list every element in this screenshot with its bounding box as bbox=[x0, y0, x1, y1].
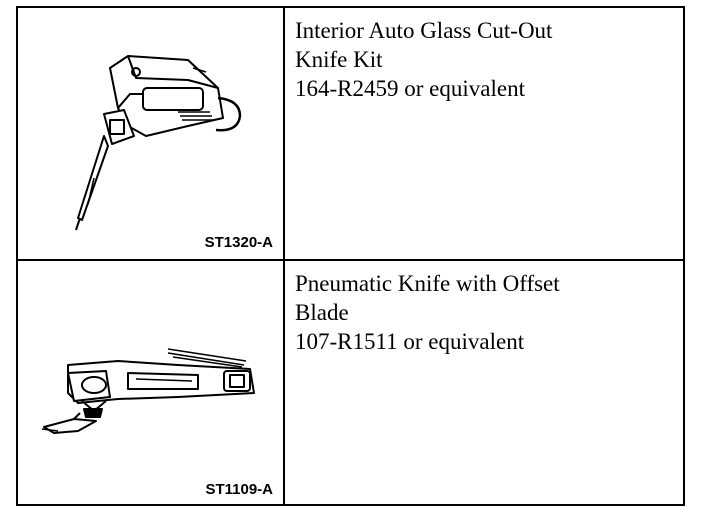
tool-code-1: ST1320-A bbox=[204, 234, 273, 251]
tool-title-line: Blade bbox=[295, 300, 349, 325]
tool-part-number: 107-R1511 or equivalent bbox=[295, 329, 525, 354]
tool-title-line: Interior Auto Glass Cut-Out bbox=[295, 18, 553, 43]
tool-description-cell-2: Pneumatic Knife with Offset Blade 107-R1… bbox=[285, 261, 683, 506]
tool-description-cell-1: Interior Auto Glass Cut-Out Knife Kit 16… bbox=[285, 8, 683, 259]
column-divider bbox=[283, 8, 285, 504]
tool-description-1: Interior Auto Glass Cut-Out Knife Kit 16… bbox=[295, 16, 675, 103]
pneumatic-knife-icon bbox=[41, 348, 255, 434]
tool-description-2: Pneumatic Knife with Offset Blade 107-R1… bbox=[295, 269, 675, 356]
tool-title-line: Pneumatic Knife with Offset bbox=[295, 271, 560, 296]
tool-title-line: Knife Kit bbox=[295, 47, 383, 72]
row-divider bbox=[18, 259, 683, 261]
tool-image-cell-2: ST1109-A bbox=[18, 261, 283, 506]
auto-glass-cut-out-knife-icon bbox=[75, 55, 242, 231]
tool-image-cell-1: ST1320-A bbox=[18, 8, 283, 259]
tool-table: ST1320-A Interior Auto Glass Cut-Out Kni… bbox=[16, 6, 685, 506]
tool-part-number: 164-R2459 or equivalent bbox=[295, 76, 525, 101]
tool-code-2: ST1109-A bbox=[205, 481, 273, 498]
